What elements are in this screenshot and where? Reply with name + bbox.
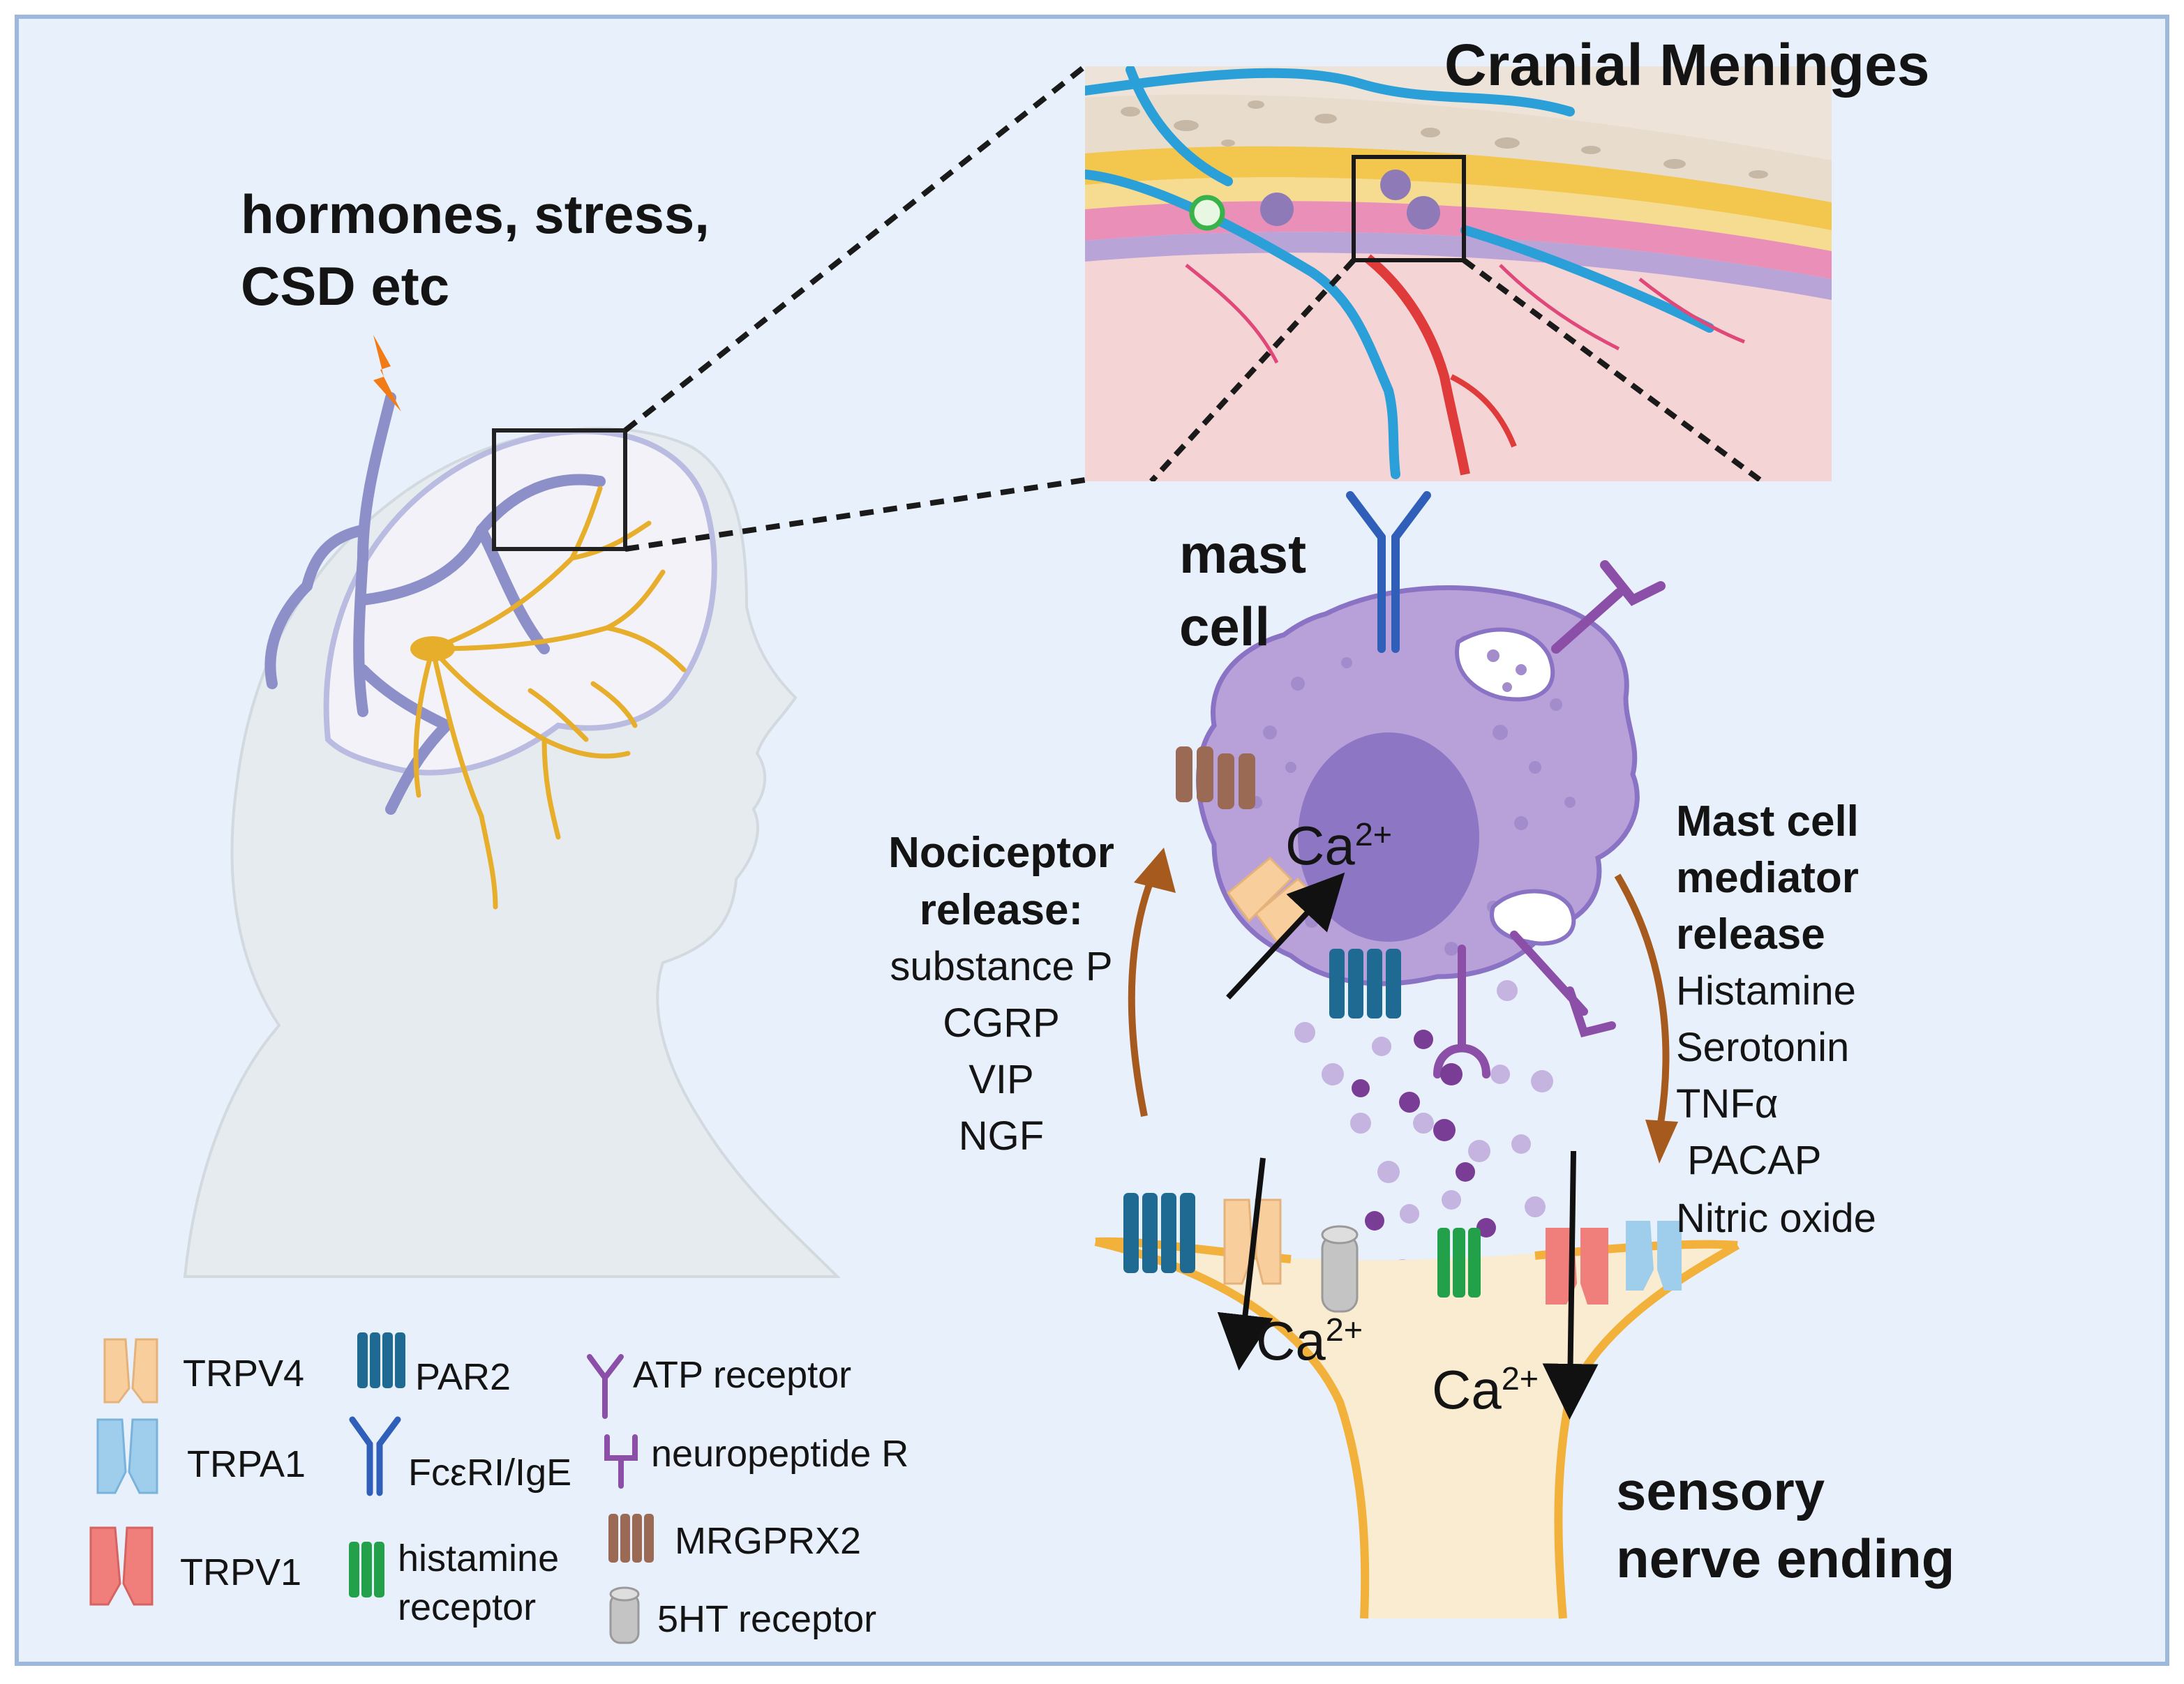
5ht-receptor-icon xyxy=(609,1586,640,1644)
nociceptor-heading-2: release: xyxy=(919,886,1084,934)
histamine-receptor-icon xyxy=(349,1542,384,1597)
legend-label-fceri: FcεRI/IgE xyxy=(408,1452,572,1494)
legend-label-trpv4: TRPV4 xyxy=(183,1353,305,1394)
sensory-nerve-label-2: nerve ending xyxy=(1616,1528,1955,1589)
legend-label-5ht: 5HT receptor xyxy=(657,1598,877,1640)
neuropeptide-receptor-top xyxy=(1551,560,1666,654)
sensory-nerve-ending xyxy=(1094,1150,1740,1619)
fceri-ige-receptor xyxy=(1346,491,1431,653)
legend-label-histamine-2: receptor xyxy=(398,1586,537,1628)
released-granules xyxy=(1294,980,1553,1280)
trigeminal-nerve xyxy=(413,486,687,910)
meninges-title: Cranial Meninges xyxy=(1444,32,1930,98)
nociceptor-item: CGRP xyxy=(943,1000,1060,1046)
sensory-nerve-label-1: sensory xyxy=(1616,1460,1825,1521)
trigger-line-2: CSD etc xyxy=(241,255,450,317)
mediator-item: PACAP xyxy=(1676,1138,1822,1183)
neuropeptide-receptor-icon xyxy=(604,1434,638,1489)
legend-label-histamine-1: histamine xyxy=(398,1538,560,1579)
zoom-box-meninges xyxy=(1352,155,1466,262)
par2-nerve xyxy=(1123,1193,1195,1273)
legend-label-trpa1: TRPA1 xyxy=(187,1443,306,1485)
calcium-label-mast: Ca2+ xyxy=(1285,815,1393,876)
zoom-lines xyxy=(623,63,1087,552)
zoom-box-head xyxy=(492,428,627,551)
nociceptor-item: NGF xyxy=(958,1113,1045,1159)
nociceptor-item: VIP xyxy=(968,1057,1034,1102)
5ht-receptor-nerve xyxy=(1321,1225,1359,1313)
legend-label-mrgprx2: MRGPRX2 xyxy=(675,1520,862,1562)
nociceptor-heading-1: Nociceptor xyxy=(888,829,1114,877)
mast-cell xyxy=(1176,491,1666,1078)
lightning-icon xyxy=(373,335,401,412)
nociceptor-item: substance P xyxy=(890,944,1113,989)
trpv4-nerve xyxy=(1223,1198,1282,1285)
mast-cell-label-2: cell xyxy=(1179,596,1271,657)
fceri-ige-icon xyxy=(349,1416,401,1496)
mrgprx2-receptor xyxy=(1176,746,1255,809)
mediator-item: TNFα xyxy=(1676,1081,1779,1127)
trigeminal-ganglion xyxy=(410,636,455,661)
trpa1-channel-icon xyxy=(96,1418,158,1494)
mediator-heading-3: release xyxy=(1676,910,1825,958)
histamine-receptor-nerve xyxy=(1437,1228,1481,1298)
mediator-heading-2: mediator xyxy=(1676,854,1859,902)
calcium-label-nerve-2: Ca2+ xyxy=(1432,1359,1539,1420)
mediator-item: Histamine xyxy=(1676,968,1856,1014)
head-illustration xyxy=(183,335,841,1278)
par2-receptor-icon xyxy=(357,1332,405,1388)
calcium-label-nerve-1: Ca2+ xyxy=(1256,1310,1363,1371)
release-arrows xyxy=(1128,848,1678,1164)
legend-icons xyxy=(89,1332,654,1644)
legend-label-trpv1: TRPV1 xyxy=(180,1551,302,1593)
mast-cell-label-1: mast xyxy=(1179,523,1307,585)
trpv1-channel-icon xyxy=(89,1526,154,1606)
par2-mast xyxy=(1329,949,1401,1018)
atp-receptor-icon xyxy=(587,1354,624,1419)
legend-label-atp: ATP receptor xyxy=(633,1354,852,1396)
meninges-illustration xyxy=(1085,66,1832,481)
legend-label-par2: PAR2 xyxy=(415,1356,511,1398)
mediator-item: Nitric oxide xyxy=(1676,1196,1876,1241)
mrgprx2-receptor-icon xyxy=(608,1514,654,1563)
trpv4-channel-icon xyxy=(103,1338,158,1404)
mediator-heading-1: Mast cell xyxy=(1676,797,1859,845)
trpa1-nerve xyxy=(1626,1221,1682,1291)
mediator-item: Serotonin xyxy=(1676,1025,1850,1070)
legend-label-neuropeptide: neuropeptide R xyxy=(651,1433,909,1475)
atp-receptor-mast xyxy=(1433,931,1616,1078)
trigger-line-1: hormones, stress, xyxy=(241,183,710,245)
